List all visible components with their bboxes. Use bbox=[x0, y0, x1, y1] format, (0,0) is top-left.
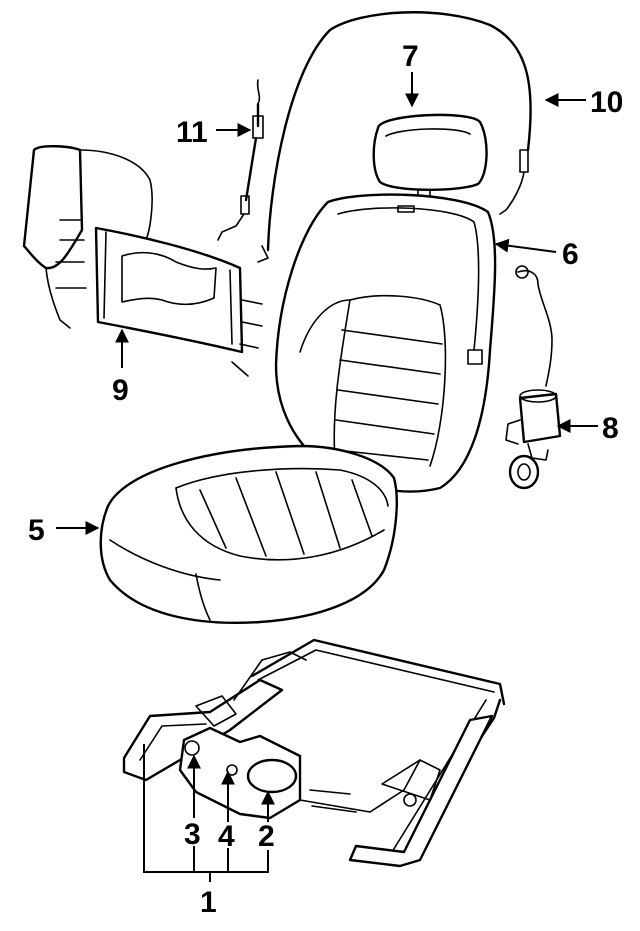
callout-2: 2 bbox=[258, 820, 275, 853]
part-10-cable bbox=[257, 11, 532, 263]
callout-11: 11 bbox=[176, 116, 208, 149]
part-6-seat-back bbox=[274, 193, 497, 493]
callout-4: 4 bbox=[218, 820, 235, 853]
part-11-rod bbox=[217, 79, 264, 241]
callout-10: 10 bbox=[590, 86, 623, 119]
seat-track-frame bbox=[122, 638, 506, 868]
callout-labels: 7 10 11 6 9 8 5 3 4 2 1 bbox=[28, 40, 623, 919]
part-8-motor bbox=[505, 265, 562, 490]
callout-1: 1 bbox=[200, 886, 217, 919]
leader-lines bbox=[56, 72, 598, 882]
part-7-headrest bbox=[372, 113, 488, 207]
callout-9: 9 bbox=[112, 374, 129, 407]
callout-8: 8 bbox=[602, 412, 619, 445]
part-9-lumbar-assembly bbox=[22, 145, 263, 377]
part-5-seat-cushion bbox=[99, 444, 398, 625]
callout-6: 6 bbox=[562, 238, 579, 271]
callout-5: 5 bbox=[28, 514, 45, 547]
callout-3: 3 bbox=[184, 818, 201, 851]
callout-7: 7 bbox=[402, 40, 419, 73]
